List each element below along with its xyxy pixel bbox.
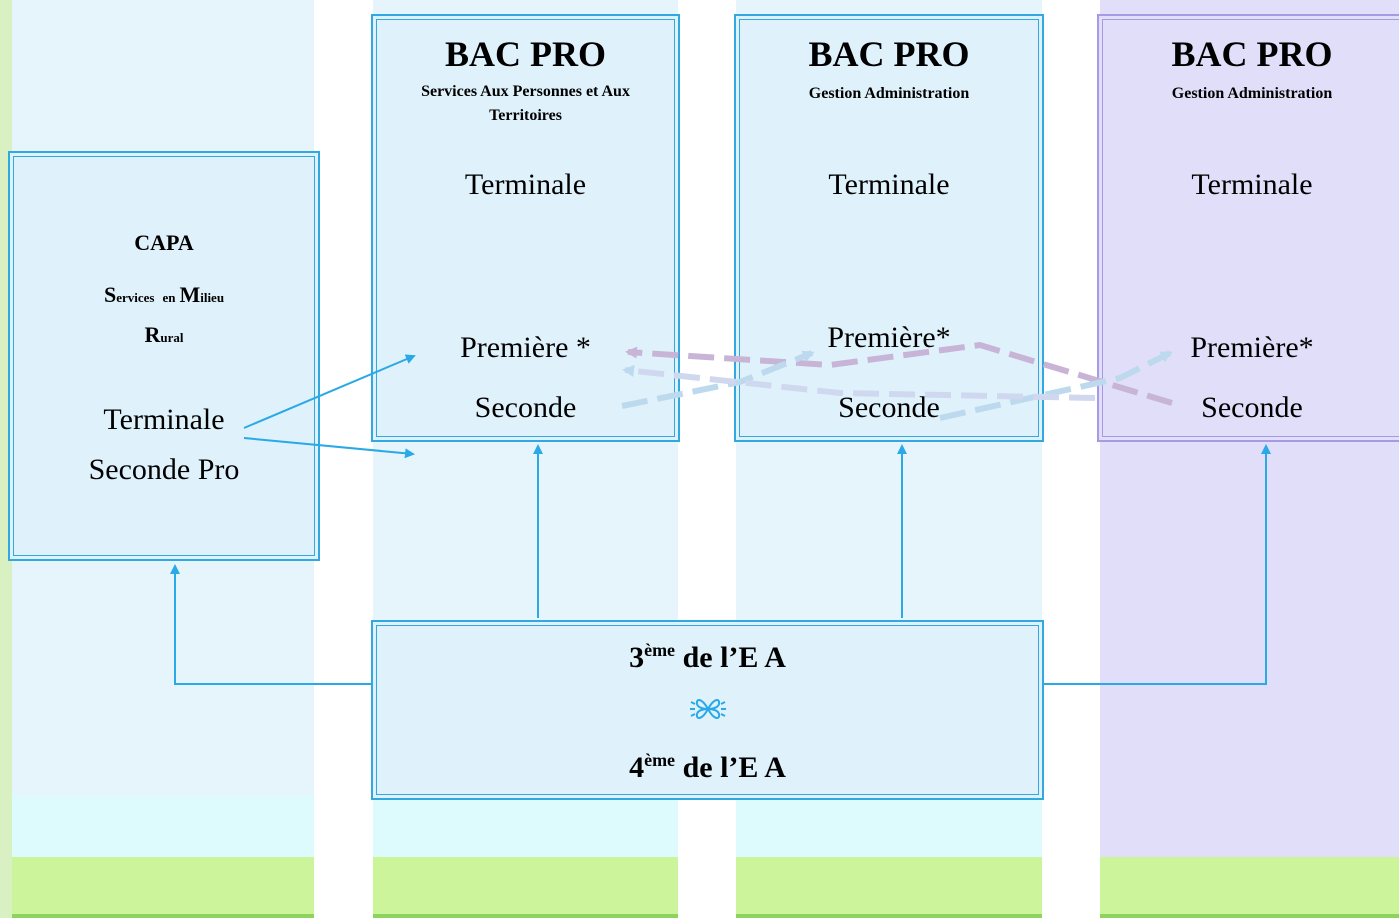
capa-line1: Services en Milieu xyxy=(103,282,225,307)
arrow-capa-to-premiere xyxy=(243,354,416,429)
ea-box xyxy=(371,620,1044,800)
dashed-arrow-back-purple xyxy=(625,341,1173,406)
dashed-arrow-back-light xyxy=(622,364,1096,401)
bac3-seconde: Seconde xyxy=(1201,391,1303,424)
bac3-title: BAC PRO xyxy=(1171,34,1333,74)
capa-terminale: Terminale xyxy=(103,403,225,436)
bac1-seconde: Seconde xyxy=(474,391,577,424)
dashed-arrow-right-light-1 xyxy=(621,350,815,409)
butterfly-icon xyxy=(371,694,1044,729)
capa-box xyxy=(8,151,320,561)
bac3-box xyxy=(1097,14,1399,442)
bac2-premiere: Première* xyxy=(827,321,951,354)
bac1-premiere: Première * xyxy=(460,331,591,364)
ea-line1: 3ème de l’E A xyxy=(629,640,786,674)
bac2-box xyxy=(734,14,1044,442)
arrow-capa-to-seconde xyxy=(243,437,415,459)
bac3-subtitle: Gestion Administration xyxy=(1171,85,1333,102)
arrow-ea-to-capa xyxy=(170,564,371,685)
bac1-subtitle: Services Aux Personnes et Aux Territoire… xyxy=(421,83,630,124)
dashed-arrow-right-light-2 xyxy=(939,350,1173,421)
capa-title: CAPA xyxy=(134,230,194,255)
ea-line2: 4ème de l’E A xyxy=(629,750,786,784)
bac1-title: BAC PRO xyxy=(445,34,606,74)
bac3-terminale: Terminale xyxy=(1191,168,1313,201)
bac2-terminale: Terminale xyxy=(828,168,950,201)
arrow-ea-to-bac3 xyxy=(1044,444,1271,685)
capa-seconde: Seconde Pro xyxy=(88,453,240,486)
capa-line2: Rural xyxy=(144,322,184,347)
bac3-premiere: Première* xyxy=(1190,331,1314,364)
bac2-subtitle: Gestion Administration xyxy=(808,85,970,102)
bac2-title: BAC PRO xyxy=(808,34,970,74)
bac1-terminale: Terminale xyxy=(464,168,587,201)
